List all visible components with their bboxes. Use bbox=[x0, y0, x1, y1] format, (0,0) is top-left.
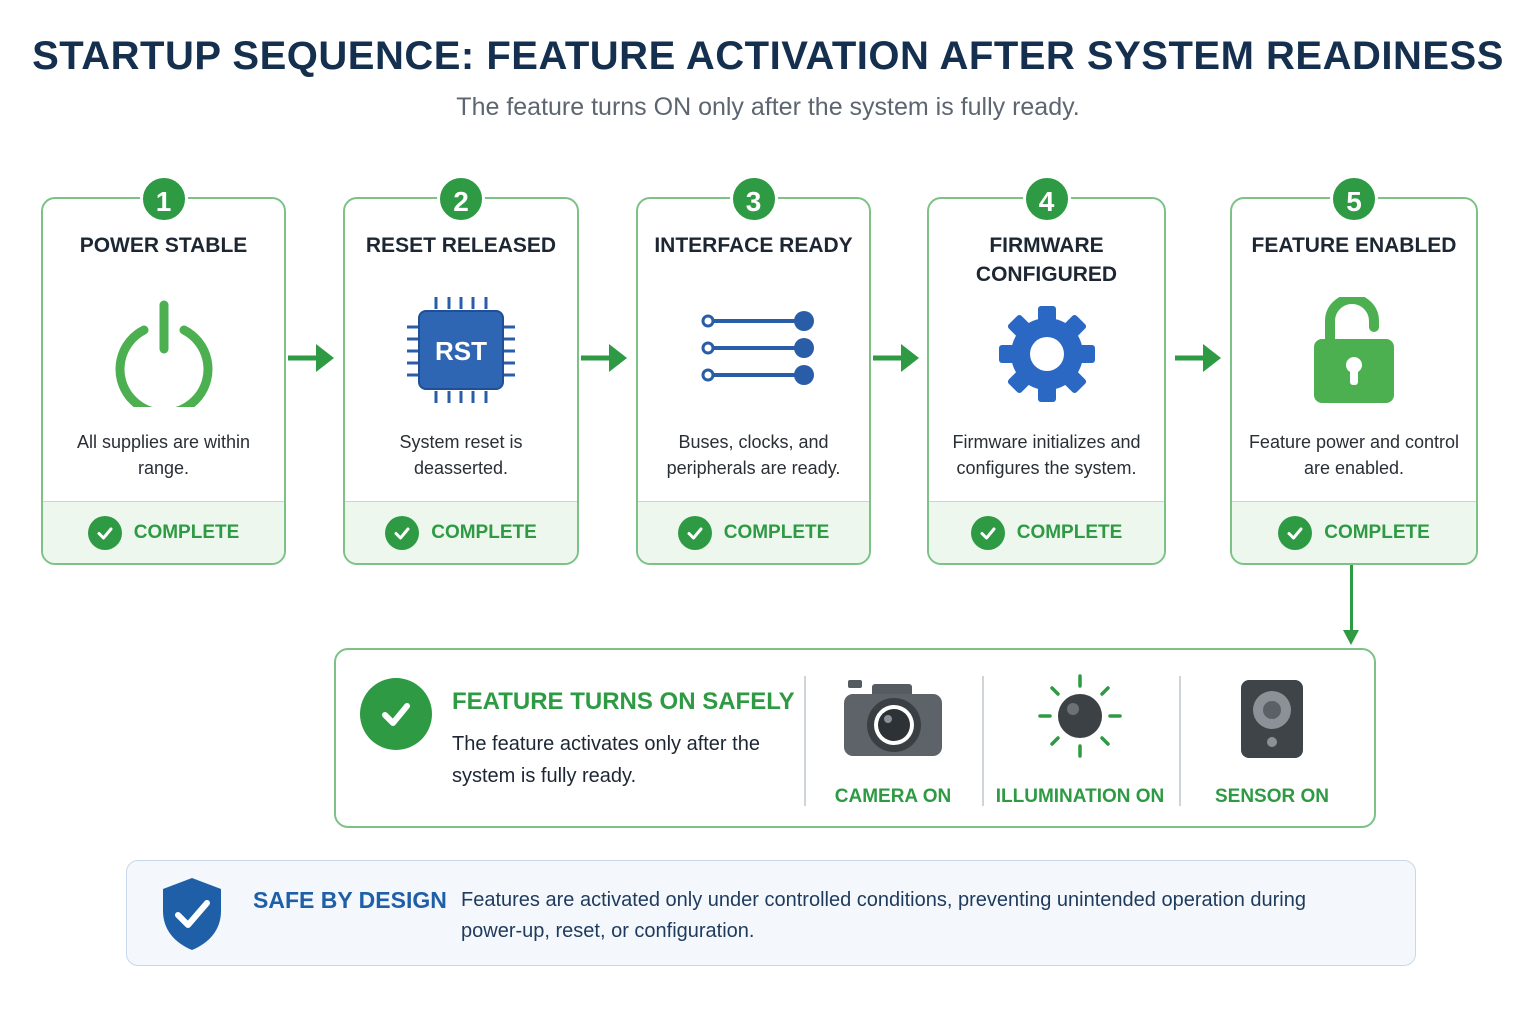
status-label: COMPLETE bbox=[1324, 521, 1430, 543]
feature-camera: CAMERA ON bbox=[804, 674, 982, 808]
step-title: RESET RELEASED bbox=[365, 234, 557, 257]
illumination-icon bbox=[1025, 674, 1135, 764]
result-description: The feature activates only after the sys… bbox=[452, 733, 760, 787]
divider bbox=[1179, 676, 1181, 806]
feature-label: CAMERA ON bbox=[834, 786, 952, 807]
check-circle-icon bbox=[970, 515, 1005, 550]
chip-label: RST bbox=[435, 336, 487, 366]
shield-check-icon bbox=[157, 875, 227, 953]
camera-icon bbox=[838, 674, 948, 764]
page-title: STARTUP SEQUENCE: FEATURE ACTIVATION AFT… bbox=[32, 34, 1504, 78]
divider bbox=[982, 676, 984, 806]
status-bar: COMPLETE bbox=[43, 501, 284, 563]
status-label: COMPLETE bbox=[1016, 521, 1123, 543]
arrow-down-icon bbox=[1343, 630, 1359, 645]
feature-illumination: ILLUMINATION ON bbox=[982, 674, 1178, 808]
arrow-right-icon bbox=[1173, 340, 1223, 376]
step-card-firmware-configured: 4 FIRMWARE CONFIGURED Firmware initializ… bbox=[927, 175, 1166, 565]
step-number-badge: 4 bbox=[1022, 175, 1071, 223]
result-title: FEATURE TURNS ON SAFELY bbox=[452, 688, 795, 715]
sensor-icon bbox=[1217, 674, 1327, 764]
status-label: COMPLETE bbox=[431, 521, 537, 543]
check-circle-icon bbox=[360, 678, 432, 750]
step-description: All supplies are within range. bbox=[76, 432, 251, 478]
arrow-right-icon bbox=[871, 340, 921, 376]
step-description: System reset is deasserted. bbox=[399, 432, 523, 478]
divider bbox=[804, 676, 806, 806]
bus-lines-icon bbox=[694, 297, 814, 407]
result-panel: FEATURE TURNS ON SAFELY The feature acti… bbox=[334, 648, 1376, 828]
status-bar: COMPLETE bbox=[345, 501, 577, 563]
safety-panel: SAFE BY DESIGN Features are activated on… bbox=[126, 860, 1416, 966]
safety-title: SAFE BY DESIGN bbox=[253, 887, 447, 913]
step-title: POWER STABLE bbox=[79, 234, 248, 257]
gear-icon bbox=[987, 297, 1107, 407]
feature-sensor: SENSOR ON bbox=[1179, 674, 1365, 808]
step-number-badge: 1 bbox=[139, 175, 188, 223]
status-bar: COMPLETE bbox=[638, 501, 869, 563]
step-card-reset-released: 2 RESET RELEASED RST System reset is dea… bbox=[343, 175, 579, 565]
check-circle-icon bbox=[385, 515, 420, 550]
feature-label: SENSOR ON bbox=[1214, 786, 1330, 807]
status-label: COMPLETE bbox=[723, 521, 830, 543]
arrow-right-icon bbox=[579, 340, 629, 376]
safety-text: Features are activated only under contro… bbox=[461, 889, 1306, 942]
check-circle-icon bbox=[87, 515, 122, 550]
step-title: INTERFACE READY bbox=[654, 234, 853, 257]
status-bar: COMPLETE bbox=[929, 501, 1164, 563]
status-bar: COMPLETE bbox=[1232, 501, 1476, 563]
step-card-power-stable: 1 POWER STABLE All supplies are within r… bbox=[41, 175, 286, 565]
step-card-interface-ready: 3 INTERFACE READY Buses, clocks, and per… bbox=[636, 175, 871, 565]
step-card-feature-enabled: 5 FEATURE ENABLED Feature power and cont… bbox=[1230, 175, 1478, 565]
arrow-down-line bbox=[1350, 565, 1353, 635]
step-description: Feature power and control are enabled. bbox=[1248, 432, 1460, 478]
status-label: COMPLETE bbox=[133, 521, 240, 543]
arrow-right-icon bbox=[286, 340, 336, 376]
chip-icon: RST bbox=[401, 297, 521, 407]
unlocked-padlock-icon bbox=[1294, 294, 1414, 407]
check-circle-icon bbox=[677, 515, 712, 550]
power-icon bbox=[104, 297, 224, 418]
check-circle-icon bbox=[1278, 515, 1313, 550]
step-description: Buses, clocks, and peripherals are ready… bbox=[666, 432, 841, 478]
page-subtitle: The feature turns ON only after the syst… bbox=[456, 93, 1080, 121]
feature-label: ILLUMINATION ON bbox=[995, 786, 1165, 807]
step-title: FEATURE ENABLED bbox=[1251, 234, 1457, 257]
step-title: FIRMWARE CONFIGURED bbox=[975, 234, 1118, 286]
step-number-badge: 2 bbox=[437, 175, 485, 223]
step-number-badge: 5 bbox=[1330, 175, 1378, 223]
step-number-badge: 3 bbox=[729, 175, 778, 223]
step-description: Firmware initializes and configures the … bbox=[952, 432, 1141, 478]
